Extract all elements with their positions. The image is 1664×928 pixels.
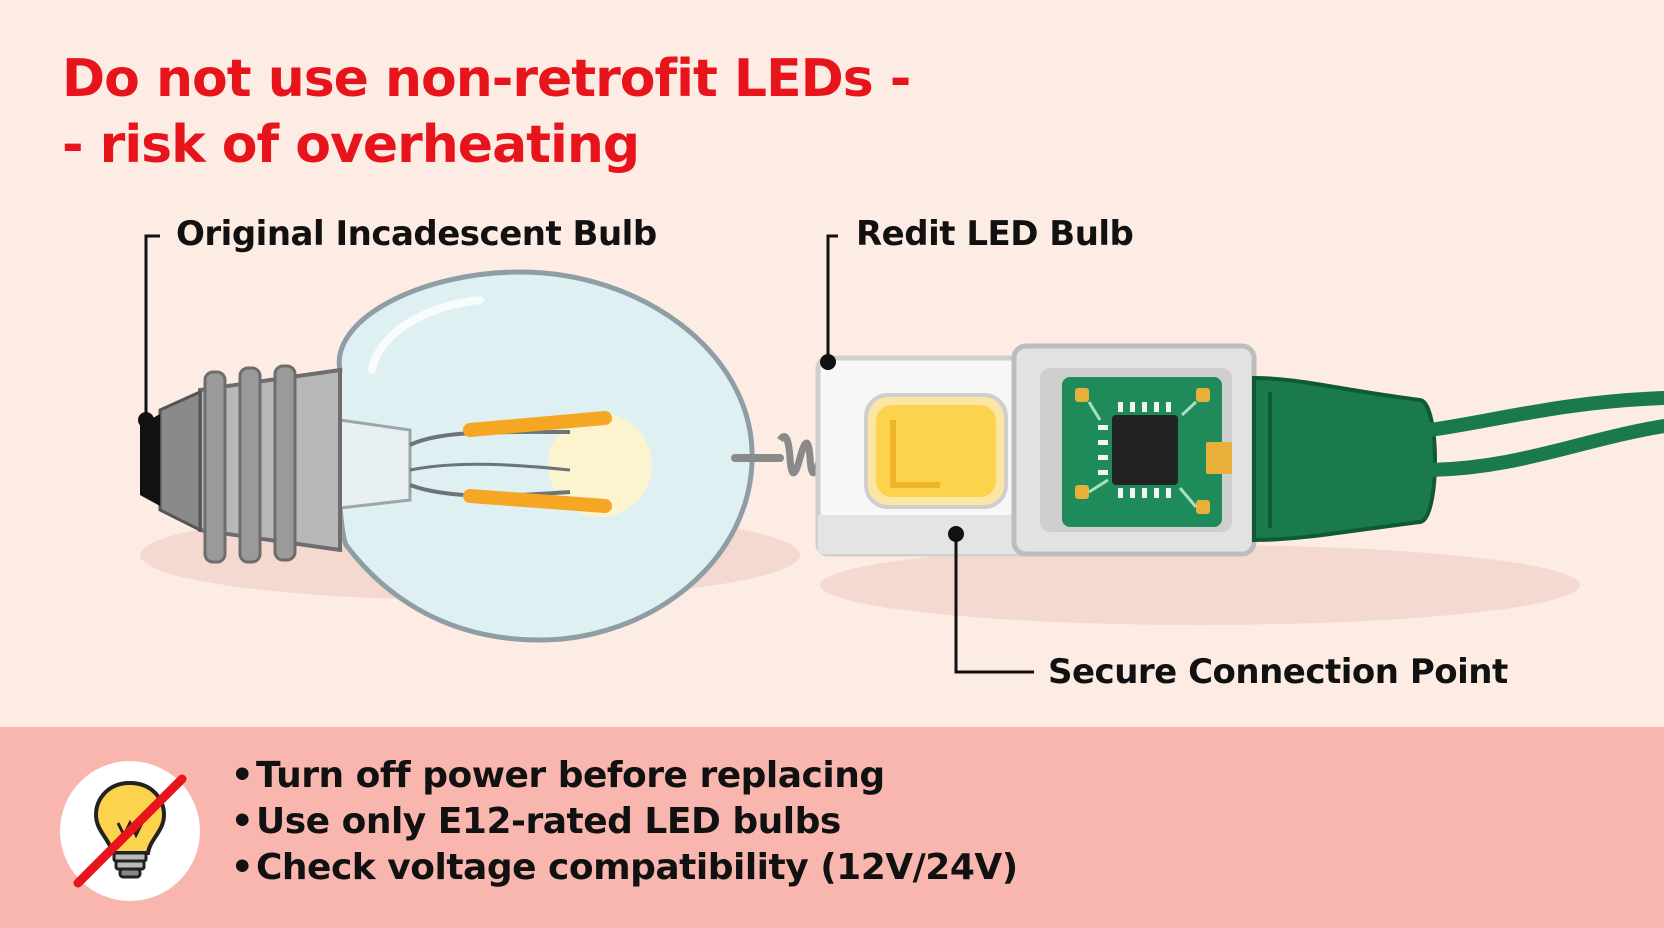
filament-bottom <box>463 489 612 513</box>
bullet: • <box>230 801 254 842</box>
bulb-tip <box>158 389 202 533</box>
led-shadow <box>820 545 1580 625</box>
tip-text: Check voltage compatibility (12V/24V) <box>256 847 1018 888</box>
warning-title: Do not use non-retrofit LEDs - - risk of… <box>62 46 962 178</box>
filament-top <box>463 411 612 437</box>
bullet: • <box>230 755 254 796</box>
cable-wire-top <box>1423 391 1664 437</box>
tip-item: •Turn off power before replacing <box>228 753 1018 799</box>
warning-line-2: - risk of overheating <box>62 115 640 175</box>
leader-dot-original <box>138 412 154 428</box>
leader-original <box>144 234 160 420</box>
tip-text: Turn off power before replacing <box>256 755 885 796</box>
tip-item: •Check voltage compatibility (12V/24V) <box>228 845 1018 891</box>
leader-connection <box>954 534 1034 674</box>
leader-dot-led <box>820 354 836 370</box>
label-connection-point: Secure Connection Point <box>1048 652 1508 692</box>
tip-text: Use only E12-rated LED bulbs <box>256 801 841 842</box>
label-original-bulb: Original Incadescent Bulb <box>176 214 657 254</box>
bulb-comparison-diagram <box>138 234 1664 674</box>
warning-line-1: Do not use non-retrofit LEDs - <box>62 49 911 109</box>
bulb-stem <box>338 418 412 510</box>
leader-lines <box>144 234 1034 674</box>
safety-tips-panel: •Turn off power before replacing •Use on… <box>0 727 1664 928</box>
leader-dot-connection <box>948 526 964 542</box>
led-bulb <box>731 343 1664 557</box>
label-led-bulb: Redit LED Bulb <box>856 214 1134 254</box>
cable-wire-bottom <box>1423 419 1664 477</box>
leader-led <box>826 234 838 362</box>
bulb-glass <box>335 269 755 643</box>
pcb-chip <box>1112 415 1178 485</box>
cable-boot <box>1252 375 1437 543</box>
bullet: • <box>230 847 254 888</box>
incandescent-bulb <box>140 269 755 643</box>
safety-tips-list: •Turn off power before replacing •Use on… <box>228 753 1018 891</box>
no-bulb-icon <box>60 761 200 901</box>
bulb-glow <box>548 413 652 517</box>
tip-item: •Use only E12-rated LED bulbs <box>228 799 1018 845</box>
